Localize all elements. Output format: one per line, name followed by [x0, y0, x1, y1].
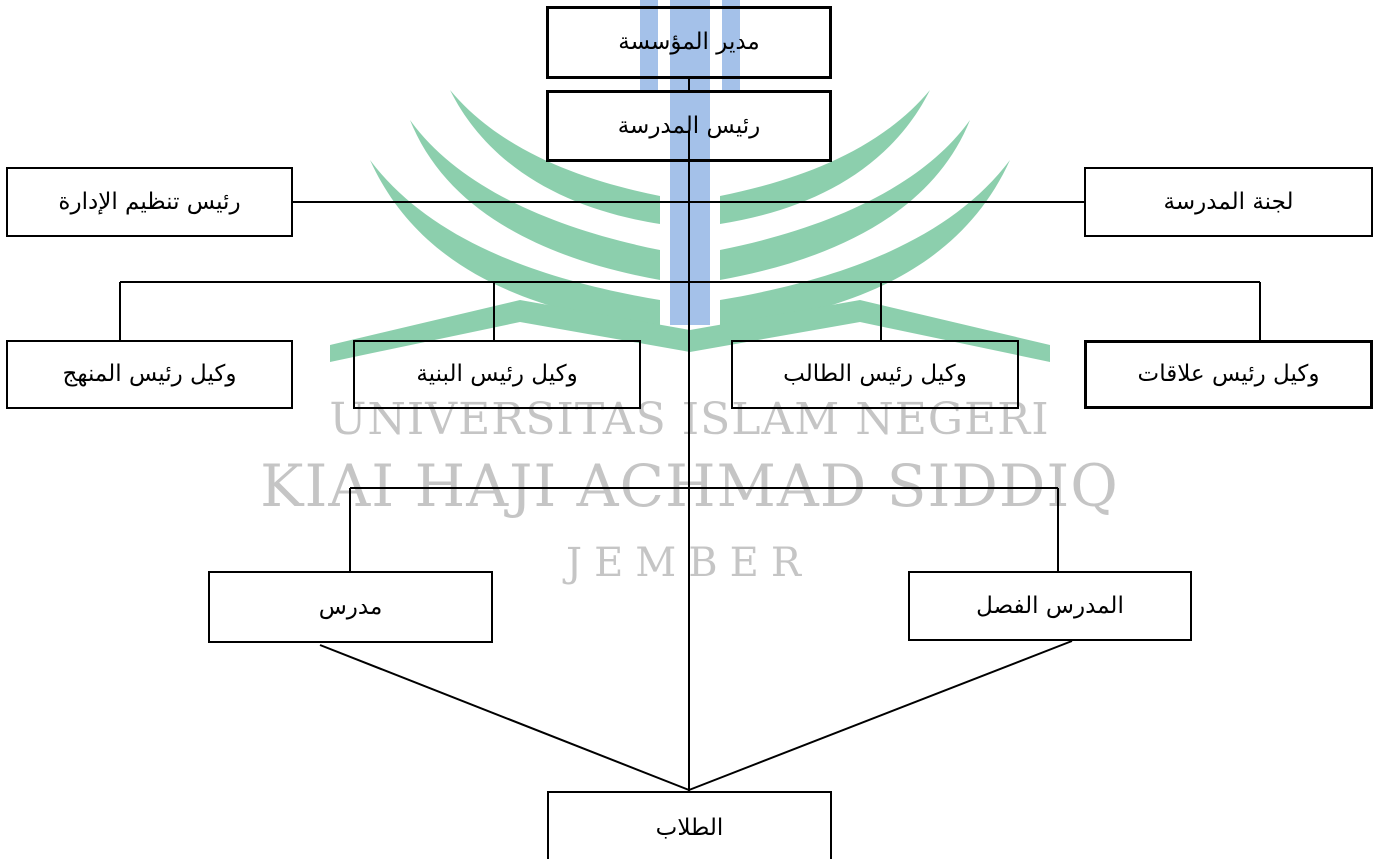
teacher-box: مدرس	[208, 571, 493, 643]
director-box: مدير المؤسسة	[546, 6, 832, 79]
homeroom-teacher-box: المدرس الفصل	[908, 571, 1192, 641]
principal-box: رئيس المدرسة	[546, 90, 832, 162]
director-label: مدير المؤسسة	[618, 29, 760, 55]
admin-head-box: رئيس تنظيم الإدارة	[6, 167, 293, 237]
students-label: الطلاب	[655, 815, 724, 841]
principal-label: رئيس المدرسة	[617, 112, 761, 139]
teacher-label: مدرس	[318, 593, 383, 620]
watermark-city-line: JEMBER	[566, 540, 813, 586]
deputy-relations-box: وكيل رئيس علاقات	[1084, 340, 1373, 409]
school-committee-box: لجنة المدرسة	[1084, 167, 1373, 237]
connector-homeroom-students	[688, 640, 1073, 791]
admin-head-label: رئيس تنظيم الإدارة	[58, 188, 241, 215]
school-committee-label: لجنة المدرسة	[1163, 188, 1294, 215]
deputy-infrastructure-label: وكيل رئيس البنية	[416, 361, 578, 387]
homeroom-teacher-label: المدرس الفصل	[976, 592, 1124, 619]
deputy-curriculum-box: وكيل رئيس المنهج	[6, 340, 293, 409]
deputy-curriculum-label: وكيل رئيس المنهج	[62, 361, 237, 387]
deputy-students-box: وكيل رئيس الطالب	[731, 340, 1019, 409]
students-box: الطلاب	[547, 791, 832, 859]
connector-teacher-students	[319, 644, 690, 791]
deputy-students-label: وكيل رئيس الطالب	[783, 361, 967, 387]
deputy-relations-label: وكيل رئيس علاقات	[1137, 361, 1320, 387]
deputy-infrastructure-box: وكيل رئيس البنية	[353, 340, 641, 409]
